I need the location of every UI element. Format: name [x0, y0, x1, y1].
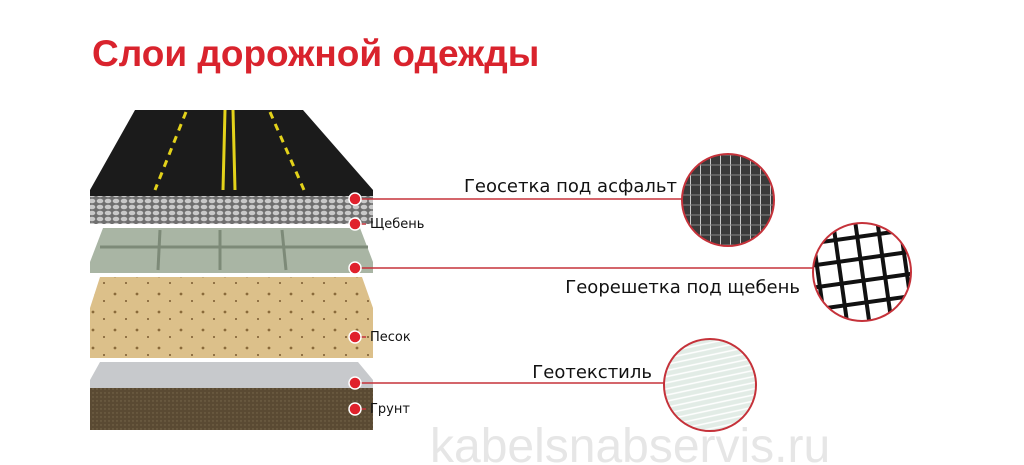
geogrid-cells [100, 229, 368, 271]
label-gravel: Щебень [370, 217, 424, 232]
road-markings [153, 109, 306, 191]
label-sand: Песок [370, 330, 411, 345]
geotextile-sample-image [663, 338, 757, 432]
page-title: Слои дорожной одежды [92, 33, 539, 74]
asphalt-layer [90, 110, 373, 196]
label-geonet: Геосетка под асфальт [464, 176, 677, 197]
label-soil: Грунт [370, 402, 410, 417]
marker-dots [348, 192, 362, 416]
geotextile-layer [90, 362, 373, 388]
label-geotextile: Геотекстиль [532, 362, 652, 383]
watermark: kabelsnabservis.ru [430, 420, 830, 465]
label-geogrid: Георешетка под щебень [565, 277, 800, 298]
gravel-layer [90, 196, 373, 224]
sand-layer [90, 277, 373, 358]
soil-layer [90, 388, 373, 430]
geonet-sample-image [681, 153, 775, 247]
geogrid-sample-image [812, 222, 912, 322]
geogrid-layer [90, 228, 373, 273]
